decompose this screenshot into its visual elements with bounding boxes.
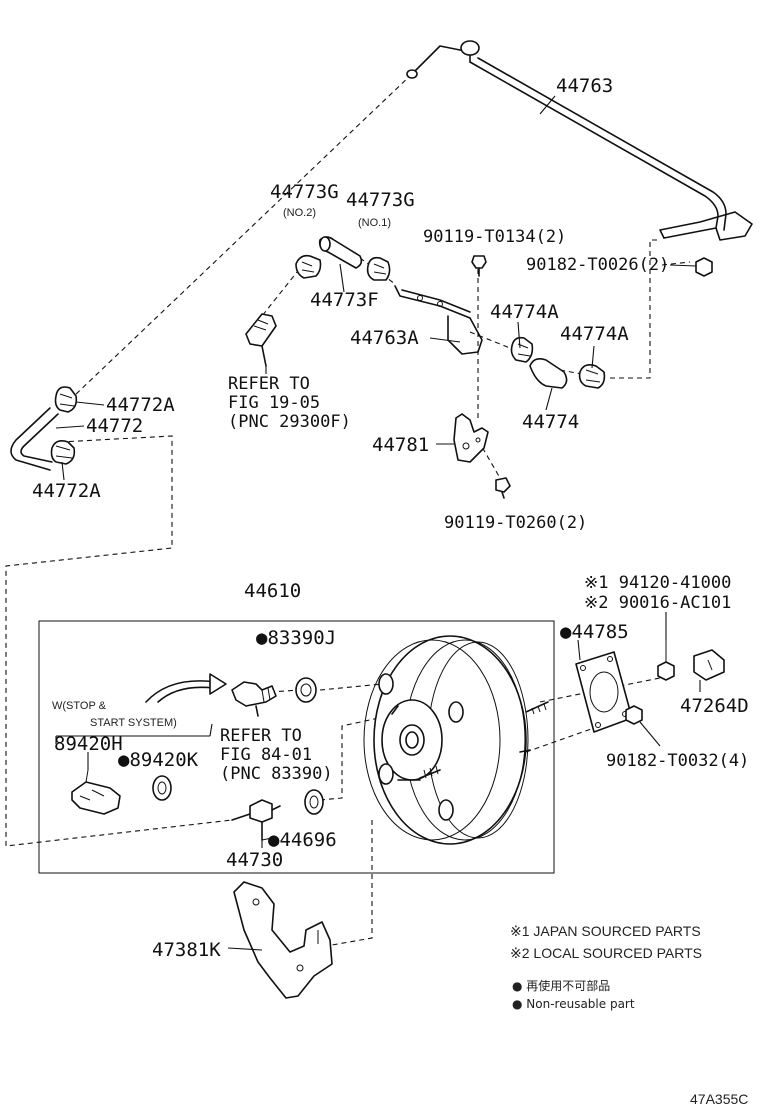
label-89420h: 89420H	[54, 733, 123, 755]
label-44763a: 44763A	[350, 327, 419, 349]
label-44774a-right: 44774A	[560, 323, 629, 345]
clip-44774a-left	[510, 336, 534, 363]
nut-90182-t0026	[695, 257, 713, 277]
leader-lines	[55, 95, 701, 951]
hose-44774	[529, 358, 568, 389]
check-valve-44730	[231, 799, 281, 841]
label-89420k: ●89420K	[118, 749, 199, 771]
label-90182-t0032: 90182-T0032(4)	[606, 751, 749, 771]
label-refer-fig8401-1: REFER TO	[220, 726, 302, 746]
label-44773g-no2: 44773G	[270, 181, 339, 203]
label-44773f: 44773F	[310, 289, 379, 311]
label-90119-t0260: 90119-T0260(2)	[444, 513, 587, 533]
nut-94120-41000	[657, 640, 675, 681]
bolt-90119-t0134	[471, 255, 487, 277]
label-w-stop-2: START SYSTEM)	[90, 717, 177, 729]
label-47264d: 47264D	[680, 695, 749, 717]
hose-44773f	[318, 236, 363, 269]
label-44763: 44763	[556, 75, 613, 97]
label-47381k: 47381K	[152, 939, 221, 961]
label-refer-fig1905-3: (PNC 29300F)	[228, 412, 351, 432]
label-refer-fig1905-2: FIG 19-05	[228, 393, 320, 413]
label-refer-fig8401-2: FIG 84-01	[220, 745, 312, 765]
label-44610: 44610	[244, 580, 301, 602]
label-44773g-no1: 44773G	[346, 189, 415, 211]
brake-booster-44610	[363, 635, 549, 845]
label-94120-41000: ※1 94120-41000	[584, 573, 731, 593]
part-labels: 44763 44773G (NO.2) 44773G (NO.1) 90119-…	[32, 75, 749, 961]
grommet-89420k	[152, 775, 172, 801]
label-44774a-left: 44774A	[490, 301, 559, 323]
vacuum-fitting-fig1905	[245, 313, 277, 367]
label-83390j: ●83390J	[256, 627, 336, 649]
label-refer-fig1905-1: REFER TO	[228, 374, 310, 394]
label-44772: 44772	[86, 415, 143, 437]
label-w-stop-1: W(STOP &	[52, 700, 107, 712]
label-44730: 44730	[226, 849, 283, 871]
nut-90182-t0032	[625, 705, 643, 725]
dashed-reference-lines	[5, 73, 691, 946]
legend-nonreuse-en: ● Non-reusable part	[512, 997, 635, 1011]
legend-japan: ※1 JAPAN SOURCED PARTS	[510, 923, 701, 939]
clip-44773g-no2	[295, 254, 322, 279]
diagram-id: 47A355C	[690, 1091, 748, 1107]
label-refer-fig8401-3: (PNC 83390)	[220, 764, 333, 784]
booster-assembly-box	[38, 620, 555, 874]
pressure-sensor-89420h	[71, 769, 121, 815]
bracket-44763a	[394, 285, 483, 355]
label-no2: (NO.2)	[283, 207, 316, 219]
label-44781: 44781	[372, 434, 429, 456]
gasket-44785	[575, 651, 633, 733]
vacuum-pipe-44763	[406, 40, 753, 241]
bracket-44781	[453, 413, 489, 463]
legend-nonreuse-jp: ● 再使用不可部品	[512, 978, 610, 993]
label-44785: ●44785	[560, 621, 629, 643]
label-44772a-bottom: 44772A	[32, 480, 101, 502]
label-90119-t0134: 90119-T0134(2)	[423, 227, 566, 247]
label-44772a-top: 44772A	[106, 394, 175, 416]
legend-local: ※2 LOCAL SOURCED PARTS	[510, 945, 702, 961]
clip-44773g-no1	[366, 256, 391, 281]
legend: ※1 JAPAN SOURCED PARTS ※2 LOCAL SOURCED …	[510, 923, 702, 1011]
hose-44772	[10, 407, 59, 471]
bracket-47381k	[233, 881, 333, 999]
label-no1: (NO.1)	[358, 217, 391, 229]
label-90182-t0026: 90182-T0026(2)	[526, 255, 669, 275]
label-44696: ●44696	[268, 829, 337, 851]
label-44774: 44774	[522, 411, 579, 433]
check-valve-fitting	[231, 681, 277, 717]
clip-44774a-right	[578, 364, 606, 389]
clip-44772a-bottom	[50, 440, 76, 465]
clip-44772a-top	[54, 386, 78, 413]
grommet-83390j	[295, 677, 317, 703]
block-47264d	[693, 649, 725, 681]
grommet-44696	[304, 789, 324, 815]
arrow-indicator	[145, 673, 227, 703]
label-90016-ac101: ※2 90016-AC101	[584, 593, 731, 613]
bolt-90119-t0260	[495, 477, 511, 499]
